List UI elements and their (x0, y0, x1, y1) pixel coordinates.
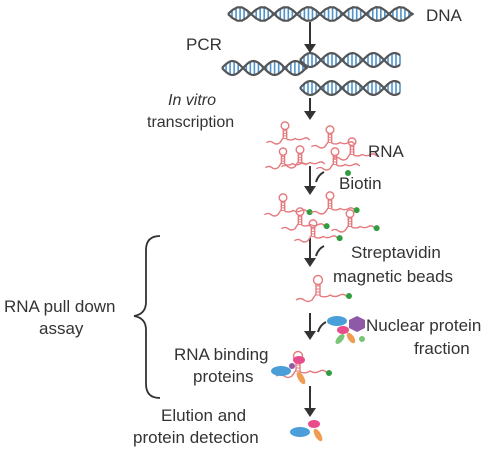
biotin-rna-4-tail-3prime (351, 225, 376, 229)
rna-molecule-5-tail (315, 155, 334, 171)
biotin-rna-1-tail-3prime (284, 209, 309, 213)
biotin-rna-5-loop (308, 219, 318, 229)
complex-biotin (326, 370, 332, 376)
biotin-rna-3-tail (280, 215, 299, 231)
biotin-rna-5-tail (293, 227, 312, 243)
biotin-rna-4-tail (330, 217, 349, 233)
rna-molecule-4-tail-3prime (301, 161, 326, 165)
rna-molecule-6-tail (265, 154, 283, 170)
protein-pink-oval (337, 326, 349, 334)
label-protein-detection: protein detection (133, 428, 259, 447)
beads-addition-hook (315, 245, 325, 257)
complex-bead (332, 364, 342, 382)
rna-molecule-5-tail-3prime (336, 163, 361, 167)
rna-molecule-3-tail-3prime (353, 153, 378, 157)
rna-molecule-4-loop (295, 145, 305, 155)
label-pcr: PCR (186, 35, 222, 54)
label-streptavidin: Streptavidin (351, 243, 441, 262)
label-rna: RNA (368, 142, 404, 161)
biotin-rna-5-tail-3prime (314, 235, 339, 239)
arrow-biotin-to-beads-head (304, 258, 316, 267)
label-in-vitro: In vitro (168, 92, 217, 109)
complex-protein-orange (296, 371, 306, 385)
dna-helix-pcr-left-strand-b (221, 59, 308, 77)
eluted-protein-orange (313, 428, 323, 442)
arrow-beads-to-proteins-head (304, 331, 316, 340)
label-proteins: proteins (193, 367, 254, 386)
complex-rna-tail-3prime (299, 369, 328, 374)
biotin-rna-1-loop (278, 193, 288, 203)
label-nuclear-protein: Nuclear protein (366, 316, 482, 335)
nuclear-addition-hook (317, 321, 327, 333)
bead-bound-rna-loop (312, 274, 324, 286)
rna-molecule-1-tail (265, 129, 284, 145)
eluted-protein-pink (308, 420, 320, 428)
bead-bound-rna-tail-3prime (319, 293, 348, 298)
label-magnetic-beads: magnetic beads (333, 267, 454, 286)
complex-protein-pink (293, 356, 305, 364)
arrow-rna-to-biotin-head (304, 186, 316, 195)
rna-molecule-1-loop (280, 121, 290, 131)
biotin-rna-3-tail-3prime (301, 223, 326, 227)
biotin-rna-4-loop (345, 209, 355, 219)
arrow-dna-to-pcr-head (304, 44, 316, 53)
biotin-rna-3-loop (295, 207, 305, 217)
rna-molecule-3-tail (332, 145, 351, 161)
label-elution: Elution and (161, 406, 247, 425)
protein-purple-hexagon (349, 316, 365, 332)
protein-blue-oval (327, 316, 347, 326)
biotin-rna-2-tail (310, 199, 329, 215)
pull-down-brace (133, 235, 161, 399)
rna-molecule-2-loop (325, 125, 335, 135)
arrow-to-elution-head (304, 408, 316, 417)
rna-molecule-3-loop (347, 137, 357, 147)
streptavidin-bead-icon (337, 241, 346, 257)
biotin-rna-1-tail (263, 201, 282, 217)
protein-green-rod (335, 334, 345, 344)
biotin-dot-5 (336, 235, 343, 242)
rna-molecule-2-tail (310, 133, 329, 149)
rna-molecule-2-tail-3prime (331, 141, 356, 145)
rna-molecule-5-loop (330, 147, 340, 157)
bead-bound-bead (351, 287, 361, 305)
bead-bound-biotin (346, 293, 352, 299)
rna-molecule-6-tail-3prime (284, 162, 307, 166)
biotin-label-dot (345, 170, 351, 176)
rna-molecule-6-loop (278, 147, 288, 156)
biotin-dot-3 (323, 223, 330, 230)
label-assay: assay (39, 319, 84, 338)
complex-protein-purple (289, 363, 295, 369)
biotin-rna-2-tail-3prime (331, 207, 356, 211)
biotin-dot-1 (306, 209, 313, 216)
complex-protein-blue (271, 366, 291, 376)
label-transcription: transcription (147, 114, 235, 131)
biotin-dot-4 (373, 225, 380, 232)
biotin-rna-2-loop (325, 191, 335, 201)
biotin-dot-2 (353, 207, 360, 214)
biotin-addition-hook (315, 171, 325, 183)
bead-bound-rna-tail (295, 284, 317, 303)
eluted-protein-blue (290, 427, 310, 437)
label-biotin: Biotin (339, 174, 382, 193)
rna-molecule-4-tail (280, 153, 299, 169)
dna-helix-pcr-right-bottom-strand-b (299, 79, 401, 97)
arrow-pcr-to-rna-head (304, 111, 316, 120)
label-rna-binding: RNA binding (174, 345, 269, 364)
dna-helix-pcr-right-top-strand-b (299, 51, 401, 69)
label-rna-pull-down: RNA pull down (4, 297, 116, 316)
label-dna: DNA (426, 6, 462, 25)
rna-molecule-1-tail-3prime (286, 137, 311, 141)
protein-green-dot (359, 336, 365, 342)
label-fraction: fraction (414, 339, 470, 358)
protein-orange-rod (346, 332, 356, 344)
dna-helix-template-strand-b (227, 5, 414, 23)
